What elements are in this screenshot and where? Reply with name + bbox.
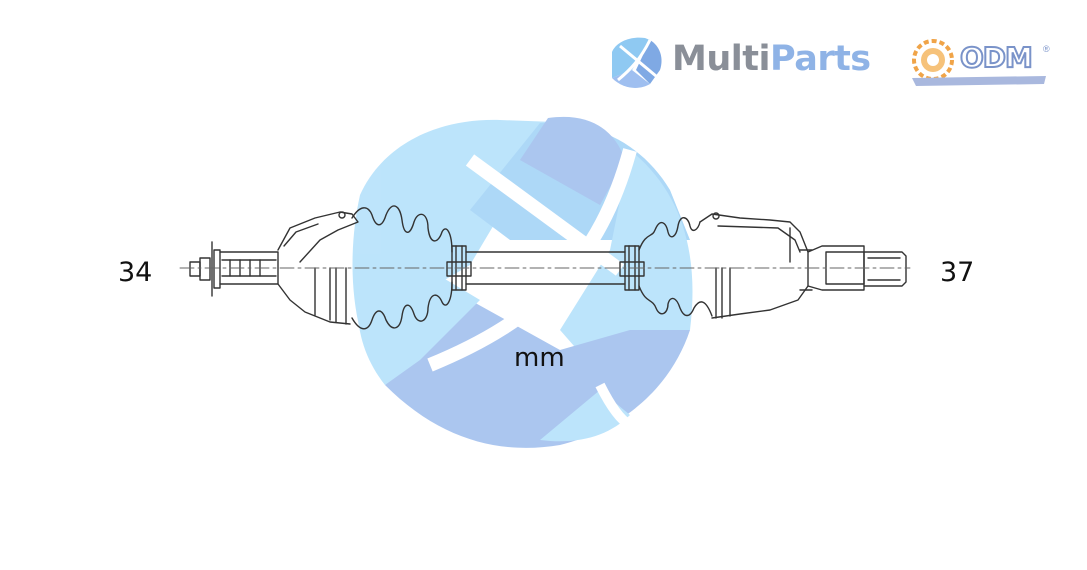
odm-wordmark: ODM	[959, 41, 1034, 74]
right-cv-housing	[699, 212, 813, 319]
left-boot	[351, 205, 453, 330]
left-cv-housing	[277, 211, 359, 325]
brand-part2: Parts	[769, 39, 871, 79]
multiparts-logo-icon	[612, 37, 1046, 88]
right-spline-count: 37	[940, 257, 975, 288]
brand-wordmark: MultiParts	[672, 42, 871, 77]
right-boot	[638, 217, 713, 317]
watermark-gap-3	[595, 382, 633, 430]
left-bolt	[189, 241, 279, 297]
left-spline-count: 34	[118, 257, 153, 288]
odm-registered-mark: ®	[1043, 44, 1050, 54]
unit-label: mm	[514, 343, 565, 373]
center-shaft	[465, 251, 626, 285]
brand-part1: Multi	[672, 39, 770, 79]
odm-gear-icon	[912, 39, 1046, 86]
multiparts-mark	[612, 37, 662, 88]
watermark-gap-2	[427, 148, 637, 372]
watermark-petal-topright	[520, 116, 625, 205]
